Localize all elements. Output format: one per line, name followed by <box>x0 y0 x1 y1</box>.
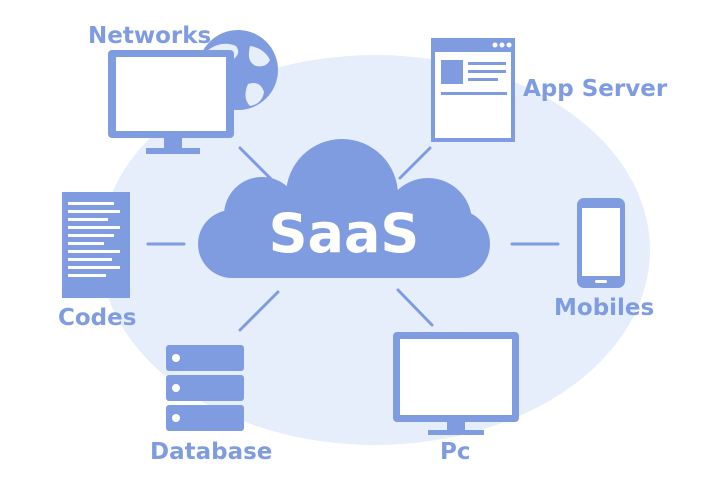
saas-cloud-label: SaaS <box>269 202 420 265</box>
database-label: Database <box>150 439 272 465</box>
pc-monitor-icon <box>393 332 519 435</box>
app-server-window-icon <box>431 38 515 142</box>
mobile-phone-icon <box>577 198 625 288</box>
networks-label: Networks <box>88 23 211 49</box>
connector-app-server <box>398 146 432 180</box>
pc-label: Pc <box>440 439 471 465</box>
connector-database <box>238 290 280 332</box>
codes-document-icon <box>62 192 130 298</box>
app-server-label: App Server <box>523 76 668 102</box>
networks-monitor-icon <box>108 50 234 154</box>
mobiles-label: Mobiles <box>554 295 654 321</box>
database-server-icon <box>166 345 244 431</box>
connector-pc <box>396 288 434 327</box>
saas-cloud <box>198 139 490 278</box>
codes-label: Codes <box>58 305 136 331</box>
